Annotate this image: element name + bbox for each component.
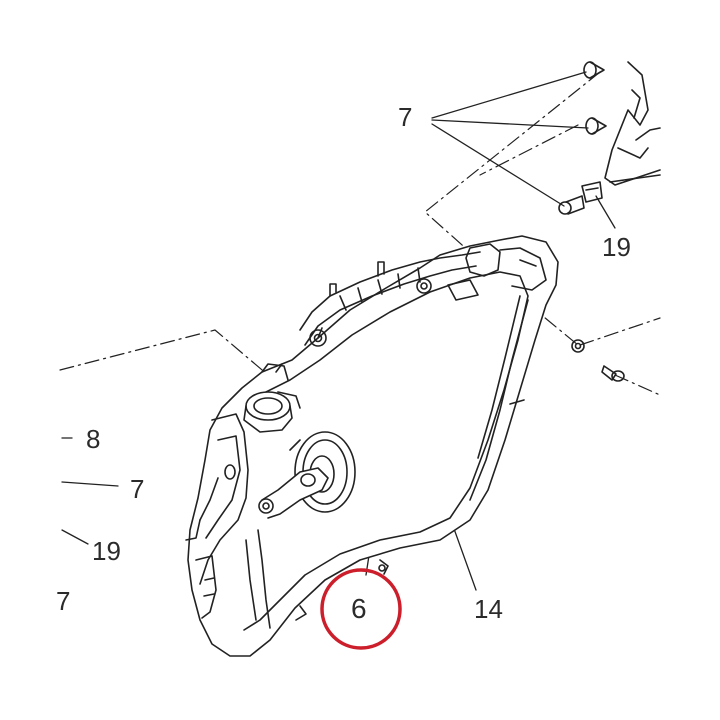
bolts-top bbox=[558, 61, 607, 215]
callout-7-bottom-left: 7 bbox=[56, 586, 71, 616]
centerline-mid-bolt bbox=[479, 124, 579, 176]
leader-19-top bbox=[595, 195, 616, 229]
leader-7-b bbox=[431, 119, 589, 129]
callout-6-highlighted[interactable]: 6 bbox=[351, 593, 367, 624]
centerline-top-bolt bbox=[424, 71, 601, 253]
leader-7-left bbox=[61, 481, 119, 487]
callout-8-left: 8 bbox=[86, 424, 101, 454]
callout-19-right: 19 bbox=[602, 232, 631, 262]
highlight-ring bbox=[320, 568, 402, 650]
leader-7-c bbox=[431, 123, 565, 207]
callout-7-left: 7 bbox=[130, 474, 145, 504]
upper-bracket bbox=[604, 61, 661, 186]
callout-14: 14 bbox=[474, 594, 503, 624]
bolts-right bbox=[571, 339, 625, 382]
callout-19-left: 19 bbox=[92, 536, 121, 566]
leader-7-a bbox=[431, 71, 587, 119]
centerline-right-ext bbox=[579, 317, 661, 346]
leader-19-left bbox=[61, 529, 89, 545]
centerline-left bbox=[59, 329, 269, 376]
headlight-housing bbox=[185, 235, 559, 657]
callout-7-top: 7 bbox=[398, 102, 413, 132]
